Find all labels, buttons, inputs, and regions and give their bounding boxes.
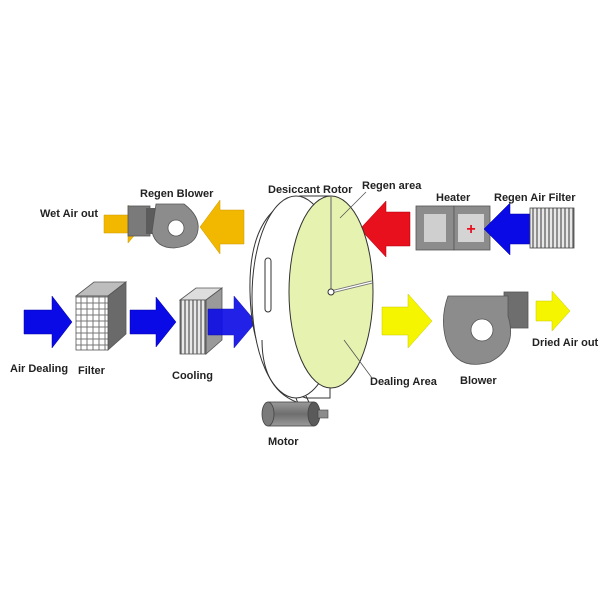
desiccant-rotor <box>249 195 374 413</box>
label-cooling: Cooling <box>172 370 213 382</box>
rotor-to-blower-arrow-icon <box>381 293 433 349</box>
filter-icon <box>74 281 128 351</box>
regen-hot-air-arrow-icon <box>359 200 411 258</box>
label-blower: Blower <box>460 375 497 387</box>
label-heater: Heater <box>436 192 471 204</box>
motor-icon <box>261 401 329 427</box>
label-regen-air-filter: Regen Air Filter <box>494 192 576 204</box>
label-dried-air-out: Dried Air out <box>532 337 599 349</box>
label-wet-air-out: Wet Air out <box>40 208 98 220</box>
label-desiccant-rotor: Desiccant Rotor <box>268 184 353 196</box>
label-regen-blower: Regen Blower <box>140 188 214 200</box>
regen-air-filter-icon <box>529 207 575 249</box>
heater-plus-symbol: + <box>466 221 475 238</box>
regen-inlet-arrow-icon <box>483 202 531 256</box>
cooling-to-rotor-arrow-icon <box>207 295 257 349</box>
air-dealing-arrow-icon <box>23 295 73 349</box>
leader-lines <box>339 191 373 379</box>
filter-to-cooling-arrow-icon <box>129 296 177 348</box>
label-air-dealing: Air Dealing <box>10 363 68 375</box>
regen-blower-icon <box>127 203 199 249</box>
label-regen-area: Regen area <box>362 180 422 192</box>
blower-icon <box>443 291 529 365</box>
heater-icon <box>415 205 491 251</box>
regen-air-to-blower-arrow-icon <box>199 199 245 255</box>
dried-air-out-arrow-icon <box>535 290 571 332</box>
label-filter: Filter <box>78 365 106 377</box>
label-dealing-area: Dealing Area <box>370 376 438 388</box>
label-motor: Motor <box>268 436 299 448</box>
